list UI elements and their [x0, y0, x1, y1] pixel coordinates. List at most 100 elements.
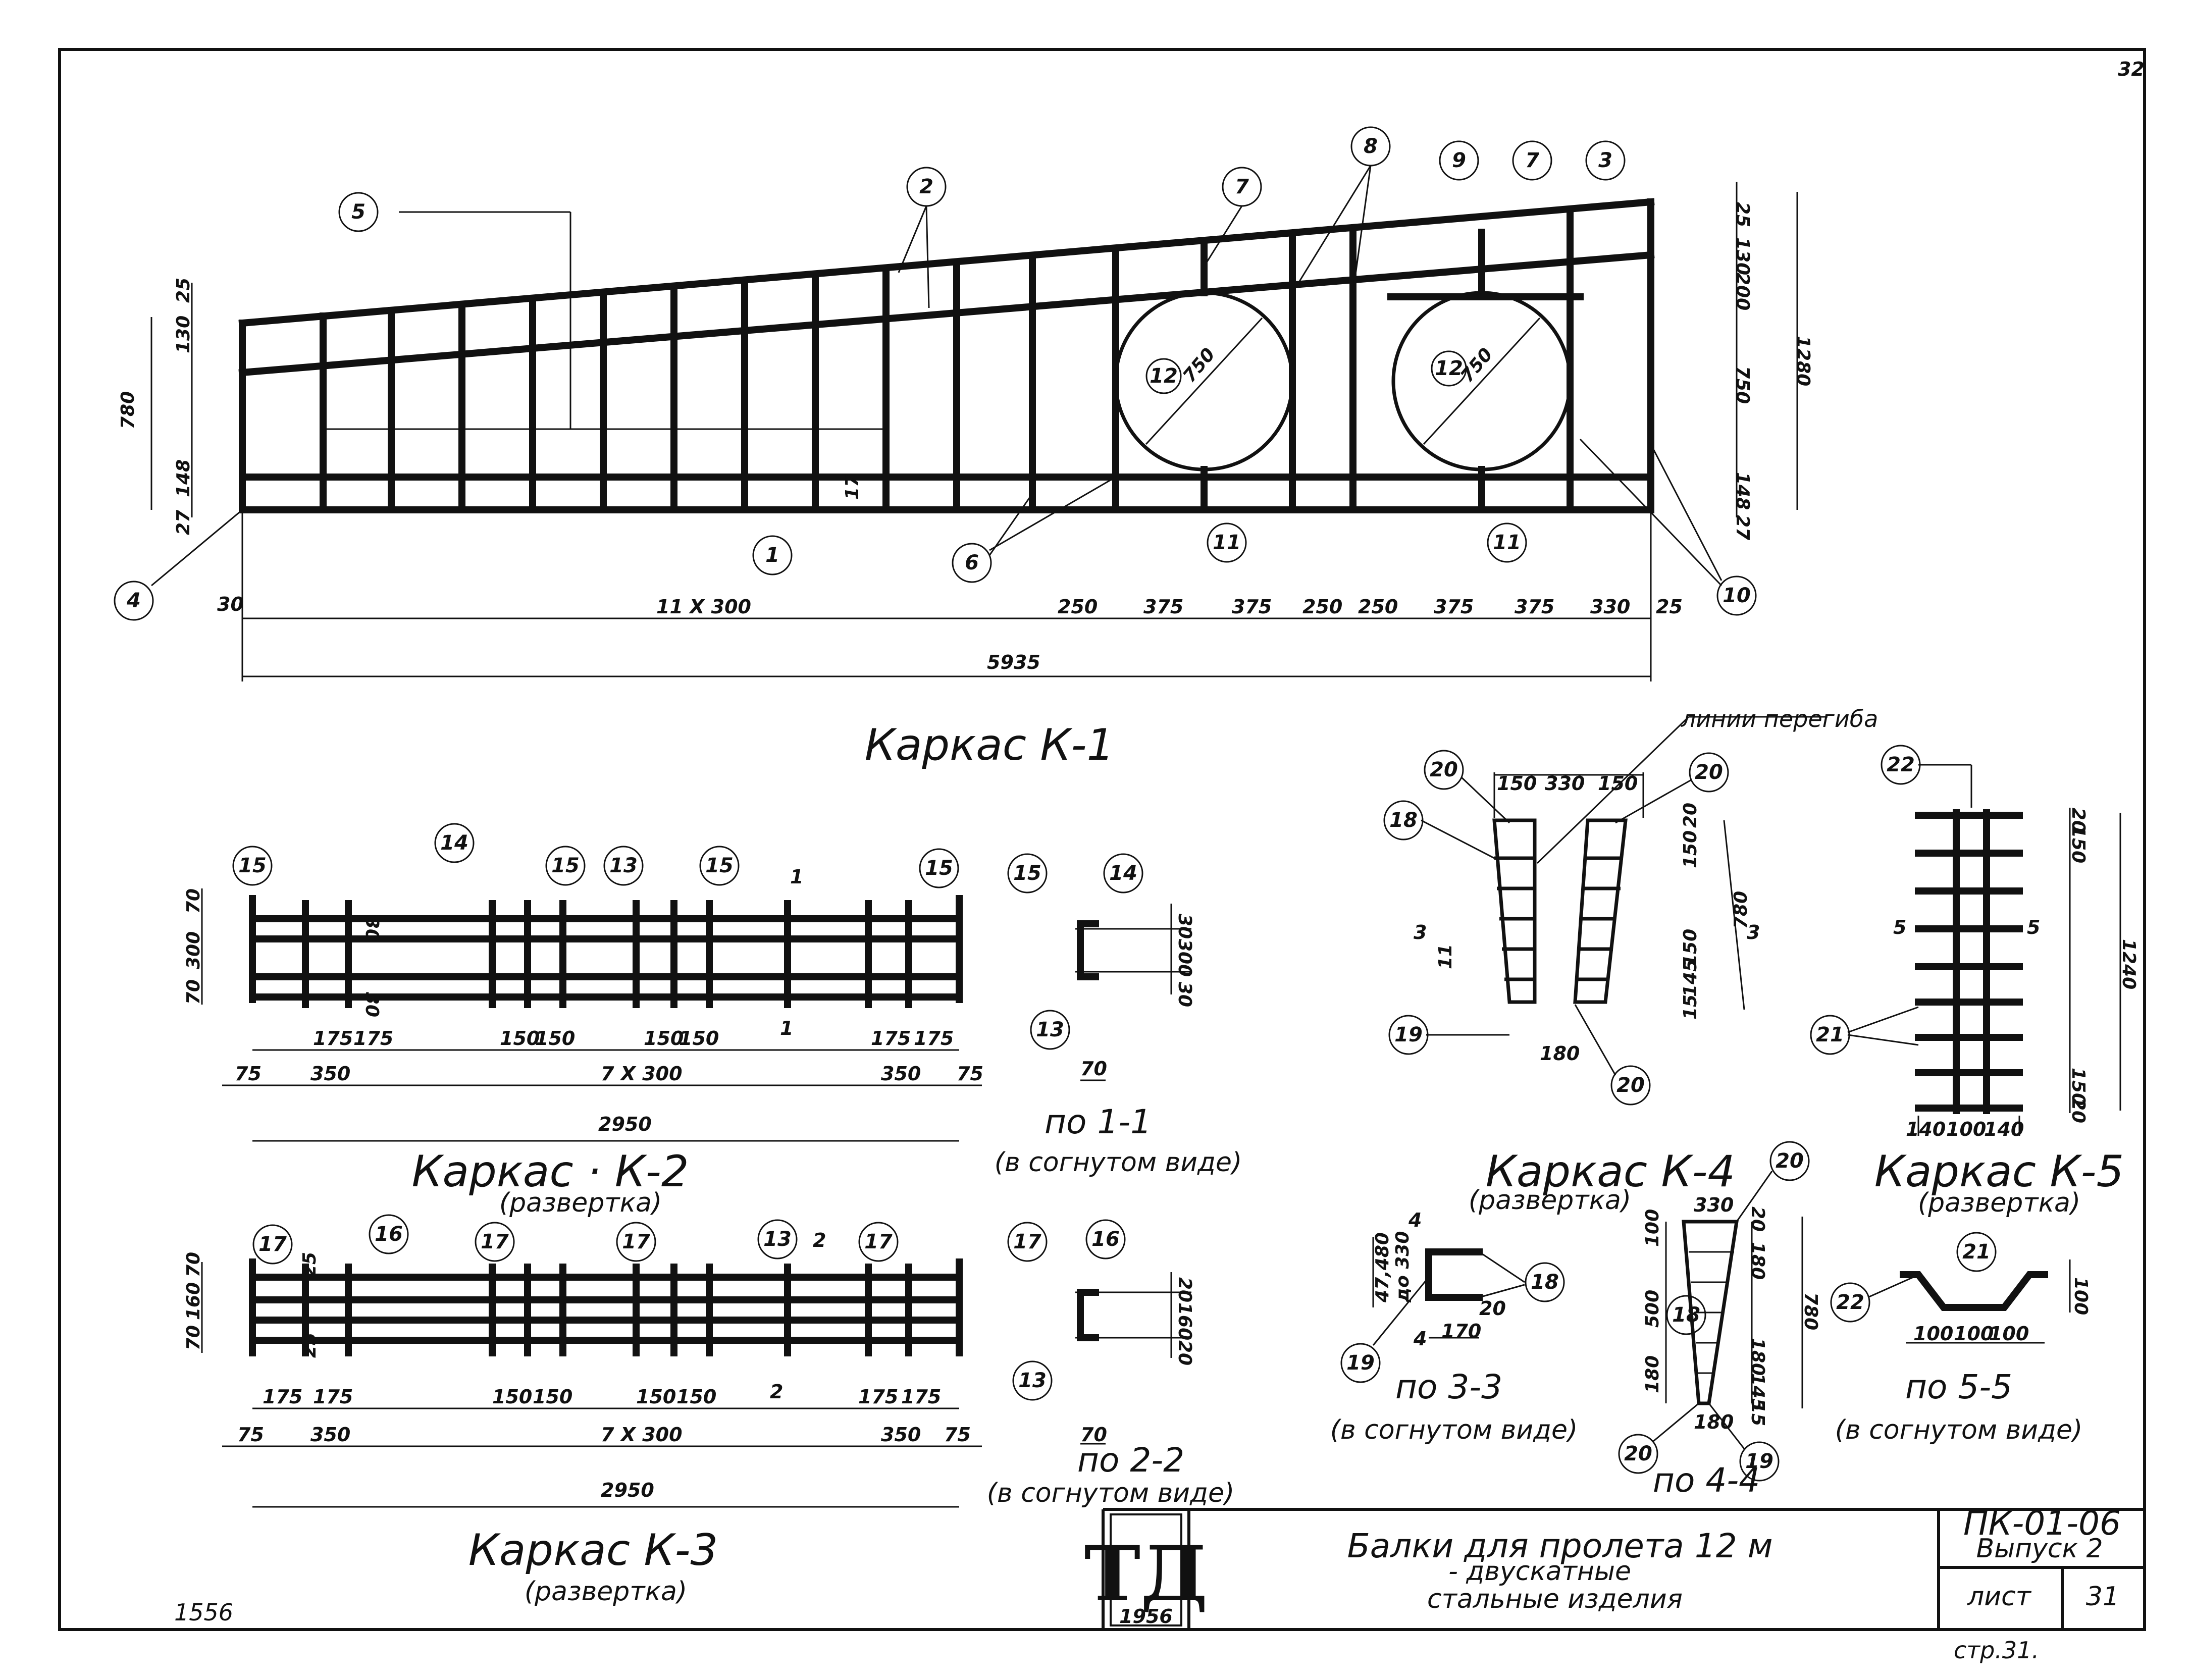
section-5-5-title: по 5-5 [1905, 1368, 2012, 1406]
svg-text:20: 20 [1174, 1340, 1195, 1366]
svg-text:27: 27 [173, 510, 194, 535]
svg-text:70: 70 [183, 888, 204, 914]
svg-text:7 X 300: 7 X 300 [601, 1424, 683, 1446]
svg-text:17: 17 [1013, 1230, 1041, 1253]
svg-text:17: 17 [864, 1230, 893, 1253]
k5-frame [1915, 808, 2121, 1136]
svg-text:25: 25 [299, 1333, 320, 1358]
svg-text:17: 17 [842, 475, 863, 500]
svg-text:4: 4 [126, 589, 141, 612]
k2-frame [249, 895, 963, 1008]
section-2-2: 17 16 13 20 160 20 70 по 2-2 (в согнутом… [987, 1219, 1235, 1508]
section-1-1: 15 14 13 30 300 30 70 по 1-1 (в согнутом… [995, 853, 1242, 1178]
svg-text:140: 140 [1984, 1118, 2024, 1140]
svg-text:17: 17 [258, 1233, 287, 1256]
svg-text:780: 780 [1731, 891, 1751, 929]
svg-text:14: 14 [440, 831, 468, 855]
svg-text:175: 175 [858, 1386, 898, 1408]
svg-text:175: 175 [263, 1386, 302, 1408]
svg-text:350: 350 [881, 1424, 921, 1446]
svg-text:30: 30 [361, 992, 382, 1017]
k3-dimensions: 175 175 150 150 150 150 175 175 75 350 7… [183, 1229, 982, 1508]
svg-text:350: 350 [881, 1063, 921, 1085]
svg-text:4: 4 [1413, 1328, 1427, 1350]
svg-text:75: 75 [957, 1063, 983, 1085]
svg-text:750: 750 [1179, 344, 1219, 387]
svg-text:7 X 300: 7 X 300 [601, 1063, 683, 1085]
svg-text:20: 20 [2068, 1098, 2089, 1123]
svg-text:(в согнутом виде): (в согнутом виде) [1835, 1415, 2083, 1445]
svg-text:750: 750 [1732, 366, 1753, 404]
svg-text:- двускатные: - двускатные [1448, 1556, 1631, 1587]
svg-text:(в согнутом виде): (в согнутом виде) [995, 1147, 1242, 1178]
svg-text:10: 10 [1723, 584, 1751, 607]
svg-text:стальные изделия: стальные изделия [1427, 1584, 1683, 1614]
svg-text:16: 16 [1091, 1228, 1120, 1251]
svg-text:780: 780 [118, 391, 138, 429]
svg-text:лист: лист [1967, 1582, 2032, 1612]
svg-text:6: 6 [965, 551, 979, 574]
svg-text:20: 20 [1695, 761, 1723, 784]
k1-title: Каркас К-1 [865, 720, 1114, 770]
svg-text:15: 15 [1747, 1401, 1768, 1426]
svg-text:100: 100 [2070, 1277, 2091, 1315]
svg-text:25: 25 [173, 278, 194, 303]
svg-text:25: 25 [1656, 596, 1683, 618]
section-4-4-title: по 4-4 [1653, 1461, 1760, 1500]
svg-text:(в согнутом виде): (в согнутом виде) [1330, 1415, 1578, 1445]
svg-text:12: 12 [1150, 364, 1178, 388]
k2-callouts: 15 14 15 13 15 15 [232, 823, 959, 888]
svg-text:148: 148 [173, 459, 194, 497]
section-4-4: 330 180 100 500 180 20 180 180 145 15 78… [1618, 1141, 1821, 1500]
svg-text:70: 70 [183, 979, 204, 1005]
svg-text:150: 150 [679, 1027, 719, 1049]
svg-text:15: 15 [551, 854, 580, 877]
svg-text:250: 250 [1302, 596, 1342, 618]
svg-text:13: 13 [1018, 1369, 1047, 1392]
svg-text:17: 17 [622, 1230, 650, 1253]
svg-text:100: 100 [1642, 1209, 1663, 1247]
svg-text:8: 8 [1364, 135, 1378, 158]
svg-text:180: 180 [1747, 1242, 1768, 1280]
svg-text:18: 18 [1672, 1303, 1700, 1327]
svg-text:1956: 1956 [1119, 1605, 1173, 1628]
svg-text:150: 150 [535, 1027, 575, 1049]
section-2-2-title: по 2-2 [1077, 1441, 1184, 1480]
svg-text:375: 375 [1515, 596, 1554, 618]
svg-text:500: 500 [1642, 1290, 1663, 1328]
svg-text:20: 20 [1624, 1442, 1652, 1465]
svg-text:2: 2 [813, 1229, 826, 1251]
svg-text:15: 15 [238, 854, 267, 877]
svg-text:180: 180 [1540, 1042, 1580, 1065]
svg-text:180: 180 [1747, 1338, 1768, 1376]
svg-text:Выпуск 2: Выпуск 2 [1976, 1534, 2103, 1564]
svg-text:150: 150 [1497, 772, 1537, 795]
svg-text:350: 350 [310, 1424, 350, 1446]
svg-text:19: 19 [1346, 1351, 1375, 1375]
svg-text:250: 250 [1058, 596, 1098, 618]
svg-text:(в согнутом виде): (в согнутом виде) [987, 1478, 1235, 1508]
section-3-3-title: по 3-3 [1395, 1368, 1502, 1406]
svg-text:ТД: ТД [1084, 1530, 1208, 1618]
svg-text:150: 150 [1598, 772, 1638, 795]
svg-text:4: 4 [1408, 1209, 1422, 1231]
svg-text:11: 11 [1213, 531, 1241, 554]
svg-text:175: 175 [871, 1027, 911, 1049]
svg-text:175: 175 [353, 1027, 393, 1049]
svg-text:20: 20 [2068, 808, 2089, 833]
svg-text:25: 25 [1732, 202, 1753, 227]
svg-text:350: 350 [310, 1063, 350, 1085]
k4-callouts: 20 20 18 19 20 [1383, 750, 1729, 1106]
k4-title: Каркас К-4 [1486, 1146, 1735, 1197]
svg-text:150: 150 [676, 1386, 716, 1408]
svg-text:20: 20 [1430, 758, 1458, 781]
svg-text:30: 30 [1174, 914, 1195, 939]
svg-text:375: 375 [1434, 596, 1474, 618]
svg-text:160: 160 [1174, 1302, 1195, 1340]
svg-text:140: 140 [1906, 1118, 1946, 1140]
svg-text:175: 175 [901, 1386, 941, 1408]
svg-text:11 X 300: 11 X 300 [656, 596, 751, 618]
svg-text:7: 7 [1235, 175, 1249, 198]
svg-text:160: 160 [183, 1282, 204, 1320]
section-5-5: 100 100 100 100 21 22 по 5-5 (в согнутом… [1830, 1232, 2091, 1445]
